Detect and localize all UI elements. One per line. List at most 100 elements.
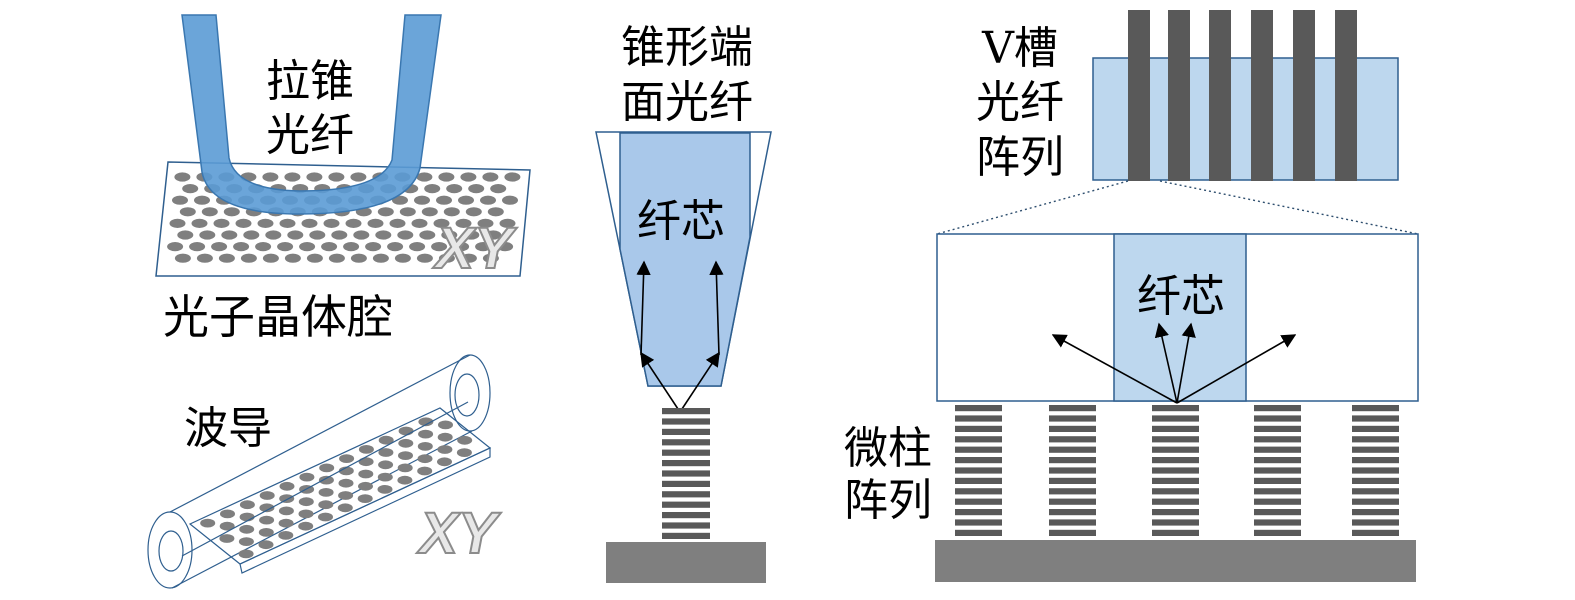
waveguide-hole	[278, 531, 294, 540]
micropillar-layer	[955, 488, 1002, 495]
crystal-hole	[174, 253, 191, 263]
crystal-hole	[482, 253, 499, 263]
micropillar-layer	[1352, 446, 1399, 453]
micropillar-layer	[1152, 425, 1199, 432]
micropillar-layer	[662, 439, 710, 446]
waveguide-hole	[378, 460, 394, 470]
crystal-hole	[436, 195, 452, 205]
waveguide-hole	[358, 445, 374, 454]
waveguide-hole	[377, 472, 393, 482]
waveguide-tube-top-edge	[169, 354, 471, 513]
waveguide-hole	[417, 466, 433, 476]
micropillar-layer	[1352, 529, 1399, 536]
micropillar-layer	[1254, 467, 1301, 474]
waveguide-hole	[318, 488, 334, 497]
crystal-hole	[438, 172, 455, 182]
crystal-hole	[299, 242, 316, 252]
waveguide-hole	[378, 435, 394, 445]
waveguide-hole	[220, 509, 235, 519]
crystal-hole	[365, 242, 382, 252]
crystal-hole	[419, 230, 436, 240]
waveguide-label: 波导	[184, 403, 272, 454]
crystal-hole	[387, 242, 404, 252]
zoom-guide-left	[936, 180, 1129, 235]
crystal-hole	[353, 230, 370, 240]
zoomed-fiber-core	[1113, 233, 1247, 402]
crystal-hole	[460, 253, 477, 263]
micropillar-layer	[955, 415, 1002, 422]
waveguide-hole	[238, 537, 254, 546]
micropillar-layer	[662, 480, 710, 487]
crystal-hole	[179, 207, 196, 217]
micropillar-layer	[1254, 509, 1301, 516]
waveguide-right-core	[454, 373, 480, 417]
array-fiber	[1335, 10, 1357, 181]
micropillar-layer	[1049, 488, 1096, 495]
crystal-hole	[446, 184, 463, 194]
crystal-hole	[194, 195, 210, 205]
micropillar-layer	[955, 498, 1002, 505]
waveguide-hole	[358, 469, 374, 479]
waveguide-hole	[417, 442, 433, 451]
crystal-hole	[328, 172, 345, 182]
micropillar-layer	[662, 522, 710, 529]
emission-arrow	[636, 260, 651, 356]
crystal-hole	[284, 253, 301, 263]
waveguide-hole	[418, 417, 434, 427]
waveguide-hole	[358, 457, 374, 467]
micropillar-layer	[662, 532, 710, 539]
micropillar-layer	[1152, 415, 1199, 422]
crystal-hole	[443, 207, 460, 217]
crystal-hole	[174, 172, 191, 182]
crystal-hole	[211, 242, 228, 252]
array-fibers	[1128, 10, 1357, 181]
crystal-hole	[196, 253, 213, 263]
waveguide-hole	[338, 478, 354, 488]
micropillar-layer	[1049, 425, 1096, 432]
micropillar-layer	[955, 477, 1002, 484]
waveguide-hole	[239, 512, 255, 522]
crystal-hole	[213, 218, 230, 228]
micropillar-layer	[662, 460, 710, 467]
waveguide-hole	[299, 472, 315, 482]
micropillar-layer	[1352, 488, 1399, 495]
waveguide-hole	[398, 451, 413, 460]
crystal-hole	[328, 253, 345, 263]
crystal-hole	[411, 218, 428, 228]
waveguide-hole	[358, 481, 373, 491]
waveguide-hole	[239, 500, 255, 510]
micropillar-layer	[1049, 519, 1096, 526]
emission-arrow	[1051, 334, 1178, 404]
waveguide-left-core	[158, 530, 184, 572]
micropillar-layer	[1254, 477, 1301, 484]
micropillar-substrate	[606, 542, 766, 583]
micropillar-layer	[1049, 509, 1096, 516]
crystal-hole	[421, 207, 438, 217]
crystal-hole	[394, 253, 411, 263]
crystal-hole	[323, 218, 340, 228]
zoomed-core-label: 纤芯	[1137, 271, 1225, 322]
waveguide-hole	[298, 497, 314, 507]
waveguide-panel: 波导 XY	[147, 354, 503, 589]
crystal-hole	[182, 184, 199, 194]
micropillar-layer	[955, 425, 1002, 432]
micropillar-layer	[1049, 457, 1096, 464]
crystal-hole	[240, 253, 257, 263]
micropillar-layer	[1254, 425, 1301, 432]
crystal-hole	[431, 242, 448, 252]
crystal-hole	[172, 195, 188, 205]
waveguide-hole	[219, 521, 235, 531]
crystal-hole	[235, 218, 252, 228]
waveguide-hole	[417, 454, 433, 464]
crystal-hole	[243, 230, 260, 240]
crystal-hole	[463, 230, 480, 240]
crystal-hole	[277, 242, 294, 252]
micropillar-layer	[1049, 529, 1096, 536]
micropillar-layer	[955, 467, 1002, 474]
crystal-hole	[284, 172, 301, 182]
crystal-hole	[433, 218, 450, 228]
crystal-hole	[221, 230, 238, 240]
micropillar-layer	[955, 519, 1002, 526]
crystal-hole	[265, 230, 282, 240]
crystal-hole	[504, 172, 521, 182]
